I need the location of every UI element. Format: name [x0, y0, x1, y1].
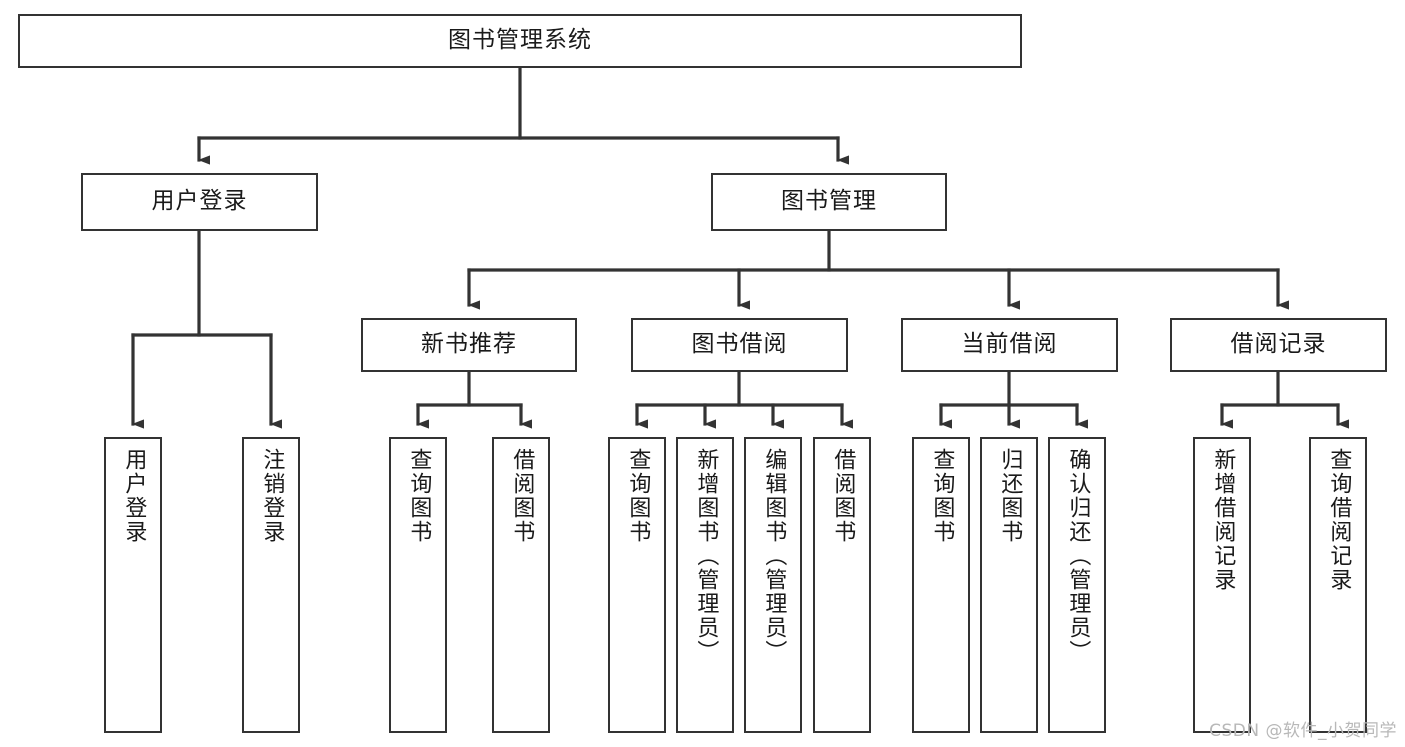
node-new-book-recommend-label: 新书推荐 [421, 331, 517, 358]
node-leaf-query-book-1[interactable]: 查询图书 [389, 437, 447, 733]
node-leaf-query-book-3[interactable]: 查询图书 [912, 437, 970, 733]
node-leaf-query-book-2[interactable]: 查询图书 [608, 437, 666, 733]
node-leaf-borrow-book-1-label: 借阅图书 [509, 448, 535, 544]
node-root-label: 图书管理系统 [448, 27, 592, 54]
node-leaf-query-book-1-label: 查询图书 [406, 448, 432, 544]
node-borrow-record[interactable]: 借阅记录 [1170, 318, 1387, 372]
node-leaf-add-record[interactable]: 新增借阅记录 [1193, 437, 1251, 733]
node-new-book-recommend[interactable]: 新书推荐 [361, 318, 577, 372]
node-leaf-add-book-label: 新增图书（管理员） [693, 448, 719, 664]
node-user-login[interactable]: 用户登录 [81, 173, 318, 231]
node-book-borrow-label: 图书借阅 [691, 331, 788, 358]
node-leaf-return-book[interactable]: 归还图书 [980, 437, 1038, 733]
node-leaf-query-book-3-label: 查询图书 [929, 448, 955, 544]
node-leaf-return-book-label: 归还图书 [997, 448, 1023, 544]
node-leaf-logout-label: 注销登录 [259, 448, 285, 544]
node-leaf-confirm-return-label: 确认归还（管理员） [1065, 448, 1091, 664]
node-leaf-confirm-return[interactable]: 确认归还（管理员） [1048, 437, 1106, 733]
node-current-borrow[interactable]: 当前借阅 [901, 318, 1118, 372]
node-leaf-borrow-book-1[interactable]: 借阅图书 [492, 437, 550, 733]
node-leaf-borrow-book-2[interactable]: 借阅图书 [813, 437, 871, 733]
node-leaf-edit-book[interactable]: 编辑图书（管理员） [744, 437, 802, 733]
node-book-manage-label: 图书管理 [781, 188, 877, 215]
node-leaf-user-login-label: 用户登录 [121, 448, 147, 544]
node-borrow-record-label: 借阅记录 [1230, 331, 1327, 358]
node-leaf-edit-book-label: 编辑图书（管理员） [761, 448, 787, 664]
node-leaf-add-record-label: 新增借阅记录 [1210, 448, 1236, 592]
node-leaf-borrow-book-2-label: 借阅图书 [830, 448, 856, 544]
node-leaf-add-book[interactable]: 新增图书（管理员） [676, 437, 734, 733]
node-leaf-query-record-label: 查询借阅记录 [1326, 448, 1352, 592]
node-root[interactable]: 图书管理系统 [18, 14, 1022, 68]
node-user-login-label: 用户登录 [151, 188, 248, 215]
node-leaf-logout[interactable]: 注销登录 [242, 437, 300, 733]
node-leaf-user-login[interactable]: 用户登录 [104, 437, 162, 733]
node-leaf-query-record[interactable]: 查询借阅记录 [1309, 437, 1367, 733]
node-current-borrow-label: 当前借阅 [961, 331, 1058, 358]
node-leaf-query-book-2-label: 查询图书 [625, 448, 651, 544]
node-book-manage[interactable]: 图书管理 [711, 173, 947, 231]
node-book-borrow[interactable]: 图书借阅 [631, 318, 848, 372]
watermark: CSDN @软件_小贺同学 [1209, 721, 1397, 741]
